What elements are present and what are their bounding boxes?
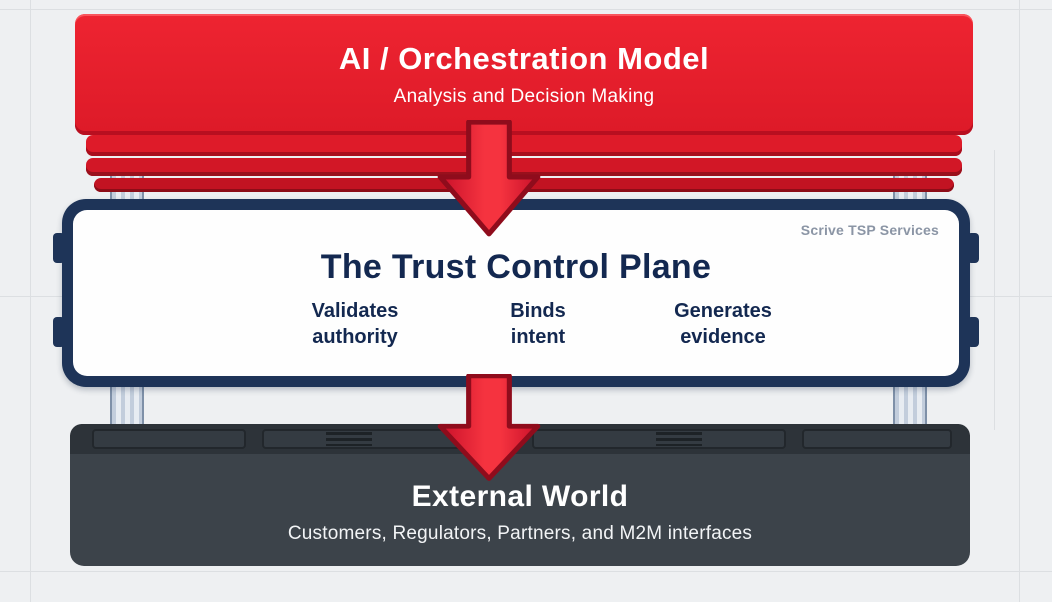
blueprint-line xyxy=(30,0,31,602)
trust-feature-generates-evidence: Generates evidence xyxy=(674,298,772,350)
feature-line: Binds xyxy=(510,300,566,322)
trust-feature-validates-authority: Validates authority xyxy=(312,298,399,350)
trust-control-plane-panel: Scrive TSP Services The Trust Control Pl… xyxy=(73,210,959,376)
red-stack-layer xyxy=(86,158,962,176)
tsp-services-badge: Scrive TSP Services xyxy=(800,222,939,238)
feature-line: Generates xyxy=(674,300,772,322)
machine-segment xyxy=(802,429,952,449)
red-stack-layer xyxy=(86,135,962,156)
trust-control-plane-block: Scrive TSP Services The Trust Control Pl… xyxy=(53,199,979,387)
arrow-ai-to-trust-icon xyxy=(430,120,548,242)
blueprint-line xyxy=(1019,0,1020,602)
frame-tab xyxy=(967,233,979,263)
ai-orchestration-subtitle: Analysis and Decision Making xyxy=(393,86,655,107)
feature-line: evidence xyxy=(680,326,766,348)
arrow-trust-to-external-icon xyxy=(430,374,548,486)
blueprint-line xyxy=(994,150,995,430)
frame-tab xyxy=(967,317,979,347)
frame-tab xyxy=(53,233,65,263)
external-world-title: External World xyxy=(411,480,629,513)
feature-line: Validates xyxy=(311,300,399,322)
ai-orchestration-block: AI / Orchestration Model Analysis and De… xyxy=(75,14,973,135)
external-world-subtitle: Customers, Regulators, Partners, and M2M… xyxy=(287,523,753,544)
blueprint-line xyxy=(0,9,1052,10)
vent-slots xyxy=(656,432,702,446)
blueprint-line xyxy=(0,571,1052,572)
frame-tab xyxy=(53,317,65,347)
trust-feature-binds-intent: Binds intent xyxy=(510,298,566,350)
feature-line: intent xyxy=(510,326,566,348)
feature-line: authority xyxy=(312,326,398,348)
machine-segment xyxy=(92,429,246,449)
vent-slots xyxy=(326,432,372,446)
ai-orchestration-title: AI / Orchestration Model xyxy=(338,41,710,76)
trust-control-plane-title: The Trust Control Plane xyxy=(320,248,712,286)
